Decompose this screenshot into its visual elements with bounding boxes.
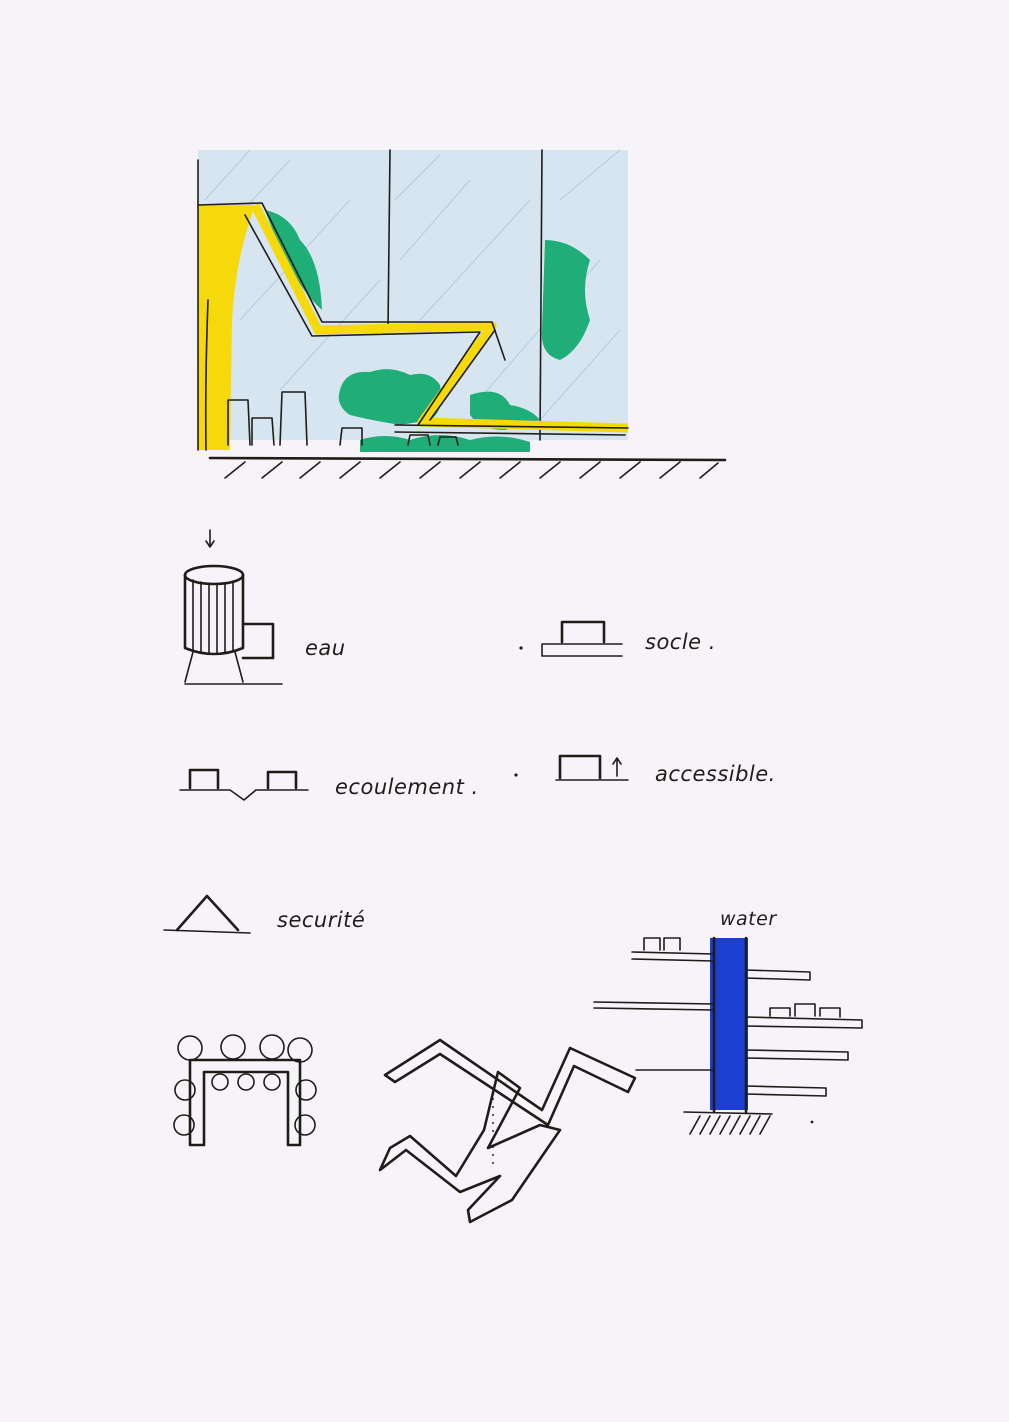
water-tower-icon <box>593 936 863 1135</box>
water-tank-icon <box>183 529 283 685</box>
label-securite: securité <box>277 908 366 932</box>
accessible-icon <box>514 754 629 781</box>
ground-line <box>208 456 727 462</box>
green-foliage-1 <box>265 210 322 310</box>
table-plan-icon <box>173 1034 317 1147</box>
label-eau: eau <box>305 636 346 660</box>
green-foliage-5 <box>360 435 530 452</box>
zigzag-path-icon <box>378 1038 637 1224</box>
label-ecoulement: ecoulement . <box>335 775 479 799</box>
yellow-column <box>198 205 255 450</box>
safety-triangle-icon <box>163 894 251 934</box>
section-sketch-icon <box>197 149 727 479</box>
label-accessible: accessible. <box>655 762 776 786</box>
label-water: water <box>720 908 777 930</box>
small-buildings <box>227 391 459 446</box>
drainage-icon <box>179 768 309 801</box>
green-foliage-3 <box>338 369 442 425</box>
yellow-walkway <box>250 202 629 433</box>
plinth-icon <box>519 620 623 657</box>
facade-line-1 <box>387 149 391 331</box>
ground-hatching <box>224 461 719 479</box>
facade-line-2 <box>539 149 543 441</box>
green-foliage-2 <box>541 240 590 360</box>
label-socle: socle . <box>645 630 716 654</box>
water-column <box>710 938 748 1110</box>
